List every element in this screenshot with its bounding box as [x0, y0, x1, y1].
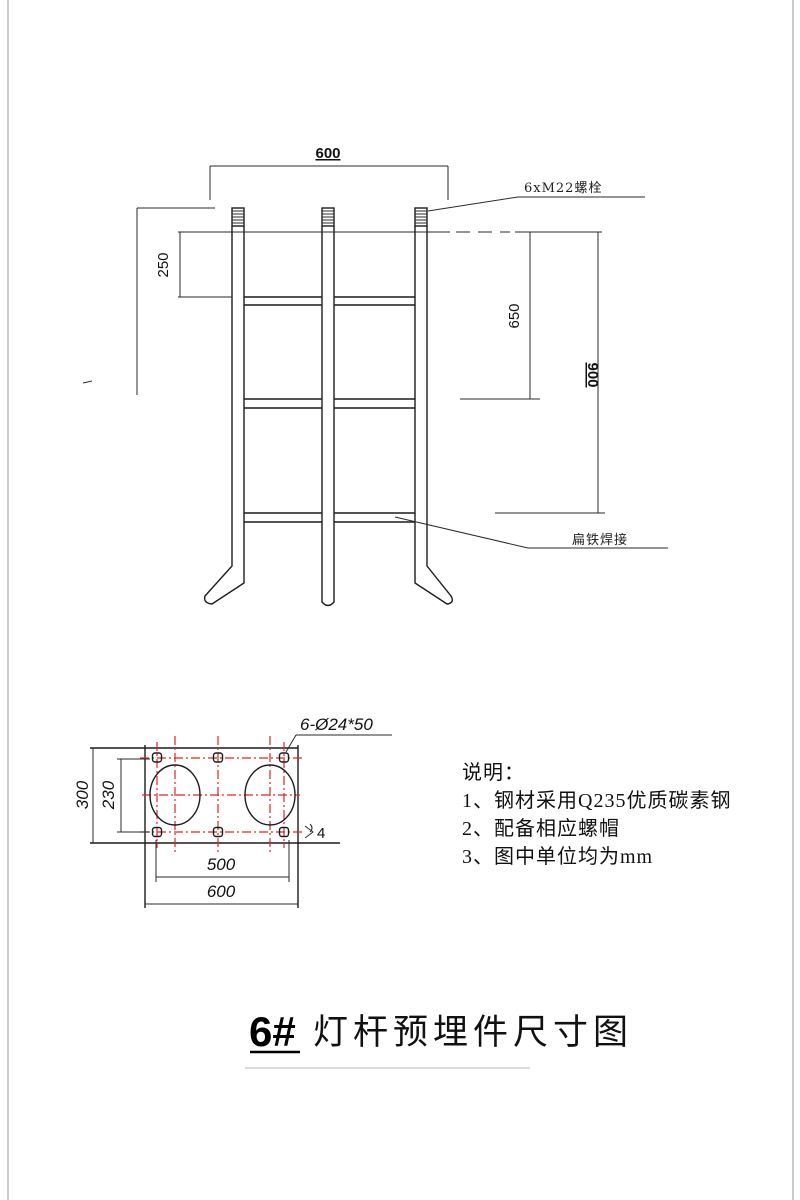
- flat-iron-bar-lower: [244, 512, 415, 523]
- rod-body-straight: [321, 226, 335, 607]
- notes-block: 说明： 1、钢材采用Q235优质碳素钢 2、配备相应螺帽 3、图中单位均为mm: [462, 761, 731, 868]
- leader-line: [285, 734, 297, 753]
- dimension-650: 650: [460, 232, 540, 400]
- bolt-hole: [151, 752, 163, 763]
- dim-250-text: 250: [155, 252, 172, 277]
- dim-230-text: 230: [99, 780, 118, 810]
- rod-body-bent: [414, 226, 454, 605]
- bolt-hole: [278, 826, 290, 838]
- stray-mark: [82, 380, 93, 384]
- dimension-900: 900: [495, 232, 605, 514]
- top-width-dimension: 600: [209, 145, 449, 200]
- rod-body-bent: [203, 226, 245, 605]
- plan-view: 300 230 500 600 6-Ø24*50: [73, 715, 392, 908]
- dim-500-text: 500: [207, 855, 236, 874]
- dimension-230: 230: [99, 758, 150, 833]
- page-border: [7, 0, 794, 1200]
- title-number: 6#: [249, 1008, 296, 1055]
- bolt-hole: [151, 826, 163, 838]
- dim-600-text: 600: [207, 882, 236, 901]
- dimension-600: 600: [145, 882, 298, 905]
- dimension-500: 500: [155, 840, 290, 882]
- bolt-callout: 6xM22螺栓: [427, 181, 645, 212]
- anchor-rod-middle: [321, 207, 335, 607]
- flat-iron-label: 扁铁焊接: [572, 532, 628, 548]
- thread-hatch: [322, 210, 334, 224]
- flat-iron-callout: 扁铁焊接: [394, 516, 668, 549]
- top-width-dim-text: 600: [315, 145, 340, 162]
- elevation-view: 600 6xM22螺栓: [82, 145, 668, 607]
- thread-hatch: [415, 210, 427, 224]
- hole-spec-label: 6-Ø24*50: [300, 715, 373, 734]
- center-lines: [140, 736, 302, 854]
- dimension-300: 300: [73, 748, 94, 843]
- thickness-text: 4: [317, 825, 325, 842]
- pipe-opening-right: [244, 764, 296, 826]
- dim-300-text: 300: [73, 780, 92, 809]
- dimension-250: 250: [155, 232, 232, 298]
- note-item-1: 1、钢材采用Q235优质碳素钢: [462, 789, 731, 812]
- thickness-callout: 4: [304, 823, 325, 842]
- flat-iron-bar-middle: [244, 398, 415, 409]
- plate-outline: [90, 745, 340, 908]
- leader-line: [394, 516, 529, 549]
- flat-iron-bar-upper: [244, 296, 415, 306]
- notes-heading: 说明：: [462, 761, 525, 784]
- reference-lines: [82, 207, 602, 395]
- dim-650-text: 650: [506, 303, 523, 328]
- anchor-rod-right: [414, 207, 454, 605]
- bolt-hole: [212, 752, 224, 763]
- note-item-2: 2、配备相应螺帽: [462, 817, 620, 840]
- title-text: 灯杆预埋件尺寸图: [313, 1013, 633, 1053]
- dim-900-text: 900: [584, 362, 601, 387]
- anchor-rod-left: [203, 207, 245, 605]
- bolt-label: 6xM22螺栓: [524, 181, 602, 196]
- pipe-opening-left: [149, 764, 201, 826]
- leader-line: [427, 196, 519, 212]
- thread-hatch: [232, 210, 244, 224]
- bolt-holes: [151, 752, 290, 838]
- note-item-3: 3、图中单位均为mm: [462, 845, 653, 868]
- drawing-title: 6# 灯杆预埋件尺寸图: [245, 1008, 633, 1069]
- bolt-hole: [212, 826, 224, 838]
- bolt-hole: [278, 752, 290, 763]
- thickness-arrow-mark: [304, 823, 314, 839]
- hole-callout: 6-Ø24*50: [285, 715, 392, 753]
